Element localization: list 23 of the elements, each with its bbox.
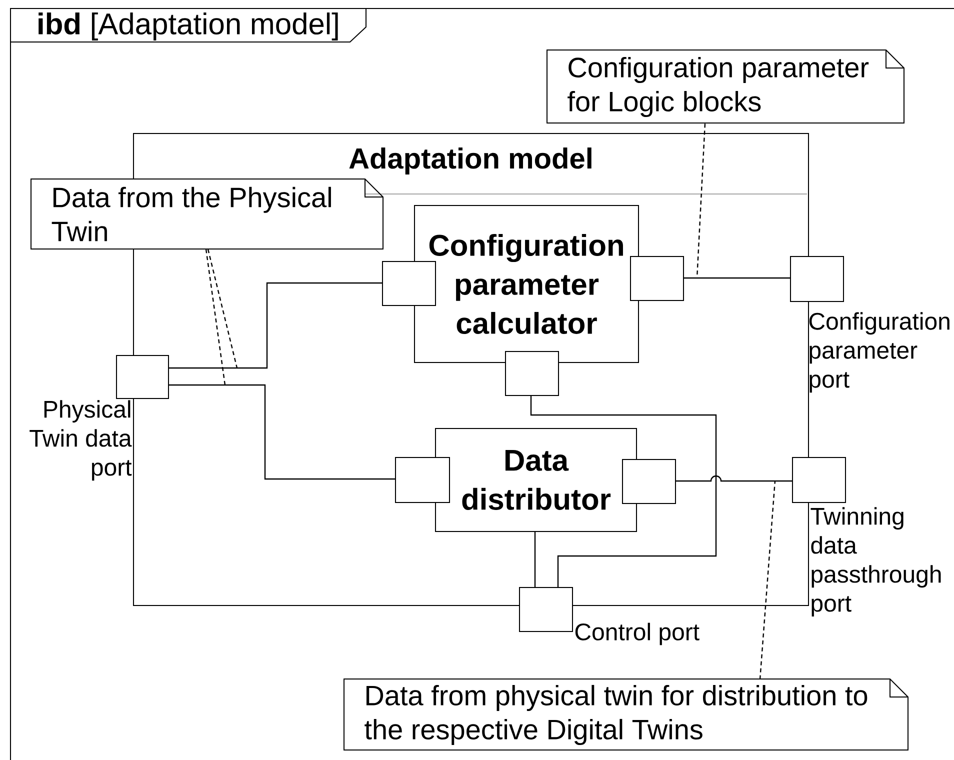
- leader-line: [207, 249, 238, 368]
- part-block: Configuration parameter calculator: [414, 204, 639, 363]
- port: [630, 256, 684, 301]
- connector: [684, 277, 790, 279]
- port: [382, 260, 436, 306]
- port-label: Twinning data passthrough port: [810, 507, 941, 617]
- leader-line: [205, 249, 226, 386]
- leader-line: [759, 480, 776, 680]
- connector: [169, 384, 395, 480]
- port-label: Configuration parameter port: [809, 312, 950, 393]
- comment-note: Configuration parameter for Logic blocks: [546, 50, 904, 124]
- connector: [676, 475, 792, 482]
- port-label: Control port: [575, 622, 700, 646]
- port: [395, 456, 450, 503]
- part-block: Data distributor: [435, 428, 637, 532]
- connector: [530, 396, 717, 587]
- connector: [169, 282, 382, 369]
- comment-note: Data from physical twin for distribution to the respective Digital Twins: [344, 678, 908, 750]
- connector: [534, 532, 536, 587]
- comment-note: Data from the Physical Twin: [30, 178, 384, 250]
- port-label: Physical Twin data port: [30, 400, 132, 481]
- port: [505, 350, 559, 396]
- port: [622, 458, 676, 504]
